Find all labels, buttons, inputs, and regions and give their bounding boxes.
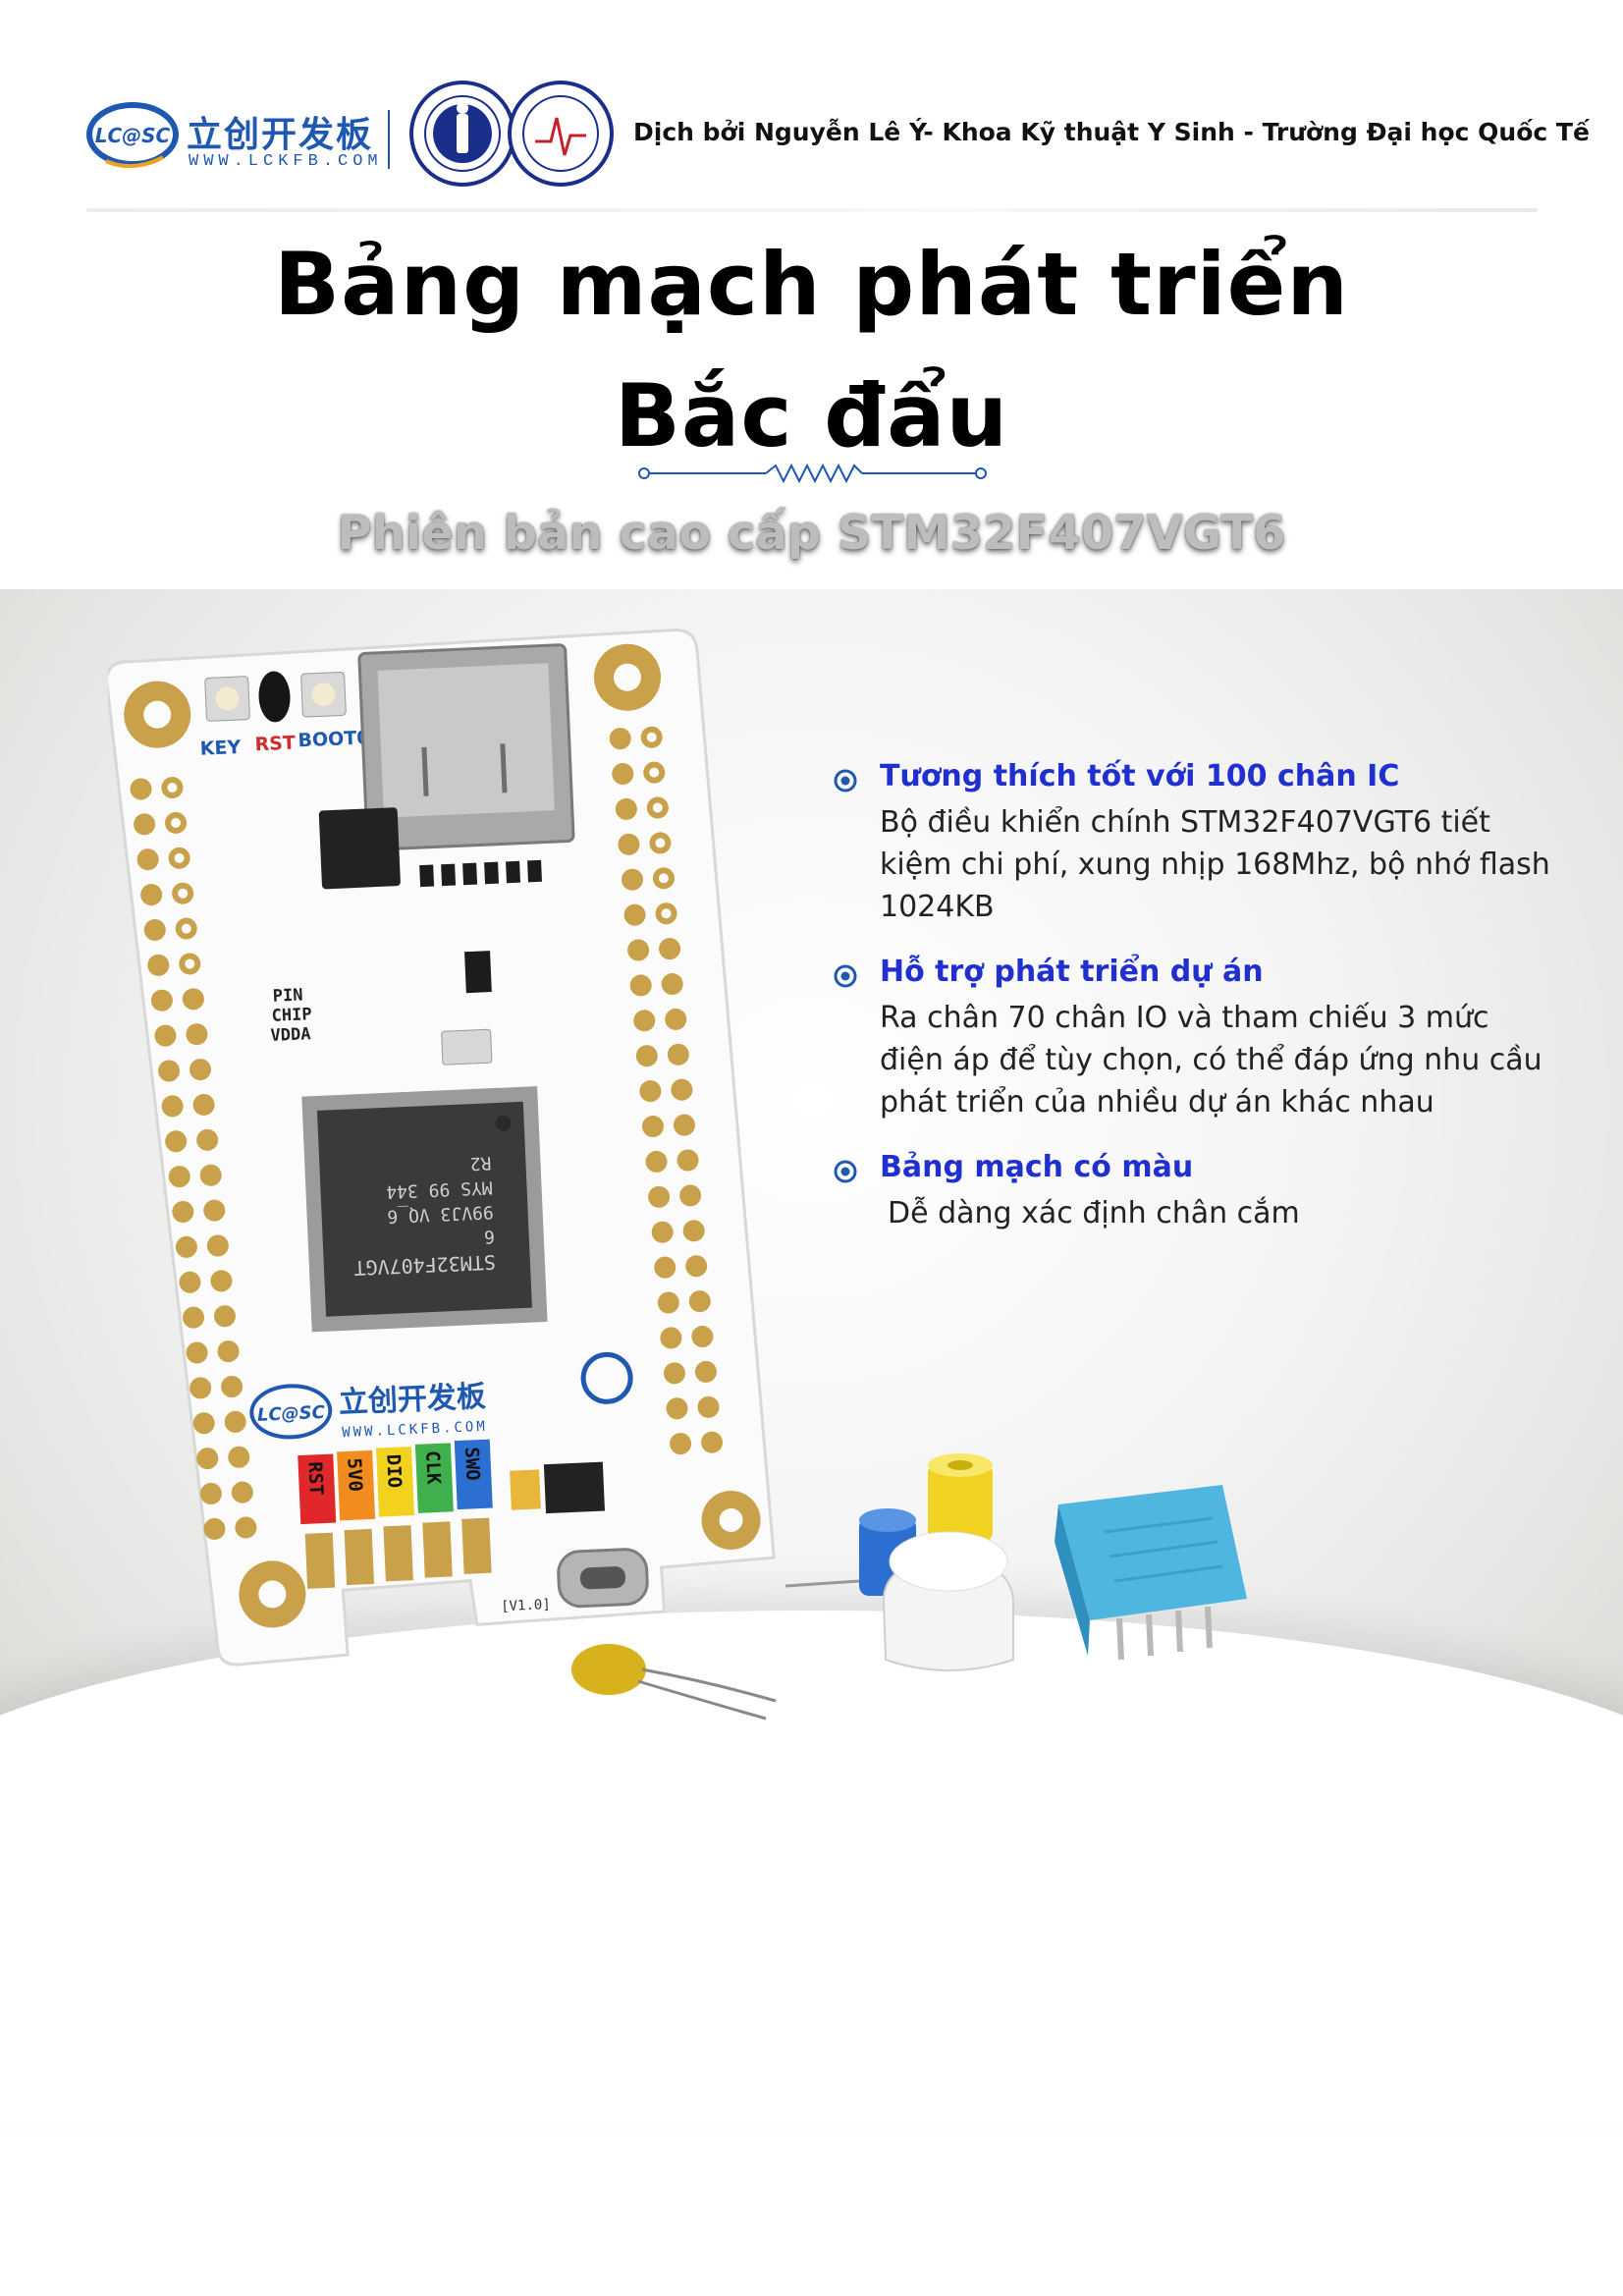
chip-marking-4: MYS 99 344 [386,1176,493,1202]
pin-label-bg-5v0 [337,1449,376,1521]
page-subtitle: Phiên bản cao cấp STM32F407VGT6 [337,506,1286,561]
title-ornament-divider [638,463,987,484]
feature-item: Hỗ trợ phát triển dự án Ra chân 70 chân … [833,952,1559,1123]
feature-title: Hỗ trợ phát triển dự án [880,955,1264,989]
feature-item: Bảng mạch có màu Dễ dàng xác định chân c… [833,1147,1559,1234]
header-rule [86,208,1538,212]
feature-title: Bảng mạch có màu [880,1150,1194,1184]
header-divider [388,110,390,169]
feature-item: Tương thích tốt với 100 chân IC Bộ điều … [833,756,1559,928]
brand-chinese-name: 立创开发板 [187,115,374,155]
chip-marking-5: R2 [469,1152,492,1174]
board-label-key: KEY [199,737,242,760]
chip-marking-3: 99VJ3 VQ_6 [387,1201,494,1227]
pin-label-rst: RST [304,1461,327,1496]
board-side-label-vdda: VDDA [270,1024,311,1046]
lcsc-logo-text: LC@SC [95,124,171,147]
feature-title: Tương thích tốt với 100 chân IC [880,759,1400,793]
translator-credit: Dịch bởi Nguyễn Lê Ý- Khoa Kỹ thuật Y Si… [633,118,1590,146]
board-logo-text: LC@SC [257,1402,326,1426]
page-title-line-2: Bắc đẩu [614,365,1009,466]
feature-list: Tương thích tốt với 100 chân IC Bộ điều … [833,756,1559,1258]
board-brand-chinese: 立创开发板 [338,1380,486,1421]
brand-url: WWW.LCKFB.COM [189,152,383,171]
target-bullet-icon [834,769,857,793]
page-header: LC@SC 立创开发板 WWW.LCKFB.COM Dịch bởi Nguyễ… [0,0,1623,212]
lcsc-logo-icon: LC@SC [86,102,179,169]
biomedical-engineering-seal-icon [508,81,614,187]
feature-description: Bộ điều khiển chính STM32F407VGT6 tiết k… [880,805,1550,924]
pin-label-bg-dio [375,1447,415,1517]
board-side-label-pin: PIN [272,985,303,1006]
chip-marking-2: 6 [483,1226,495,1246]
board-side-label-chip: CHIP [271,1005,312,1026]
board-label-rst: RST [254,733,296,756]
dev-board-illustration: KEY RST BOOT0 PIN CHIP VDDA STM32F407VGT… [108,629,776,1667]
page-title-line-1: Bảng mạch phát triển [274,234,1349,335]
university-seal-icon [409,81,515,187]
board-label-boot0: BOOT0 [298,727,370,751]
pin-label-dio: DIO [382,1453,405,1488]
pin-label-clk: CLK [421,1450,445,1486]
pin-label-bg-clk [414,1443,454,1513]
feature-description: Ra chân 70 chân IO và tham chiếu 3 mức đ… [880,1001,1542,1120]
board-version: [V1.0] [501,1597,551,1614]
target-bullet-icon [834,964,857,988]
target-bullet-icon [834,1160,857,1183]
pin-label-bg-swo [454,1439,493,1510]
pin-label-5v0: 5V0 [343,1457,365,1492]
feature-description: Dễ dàng xác định chân cắm [888,1196,1300,1230]
electronic-components-illustration [571,1453,1247,1721]
board-brand-url: WWW.LCKFB.COM [342,1419,488,1441]
pin-label-swo: SWO [460,1447,483,1481]
pin-label-bg-rst [298,1453,337,1525]
